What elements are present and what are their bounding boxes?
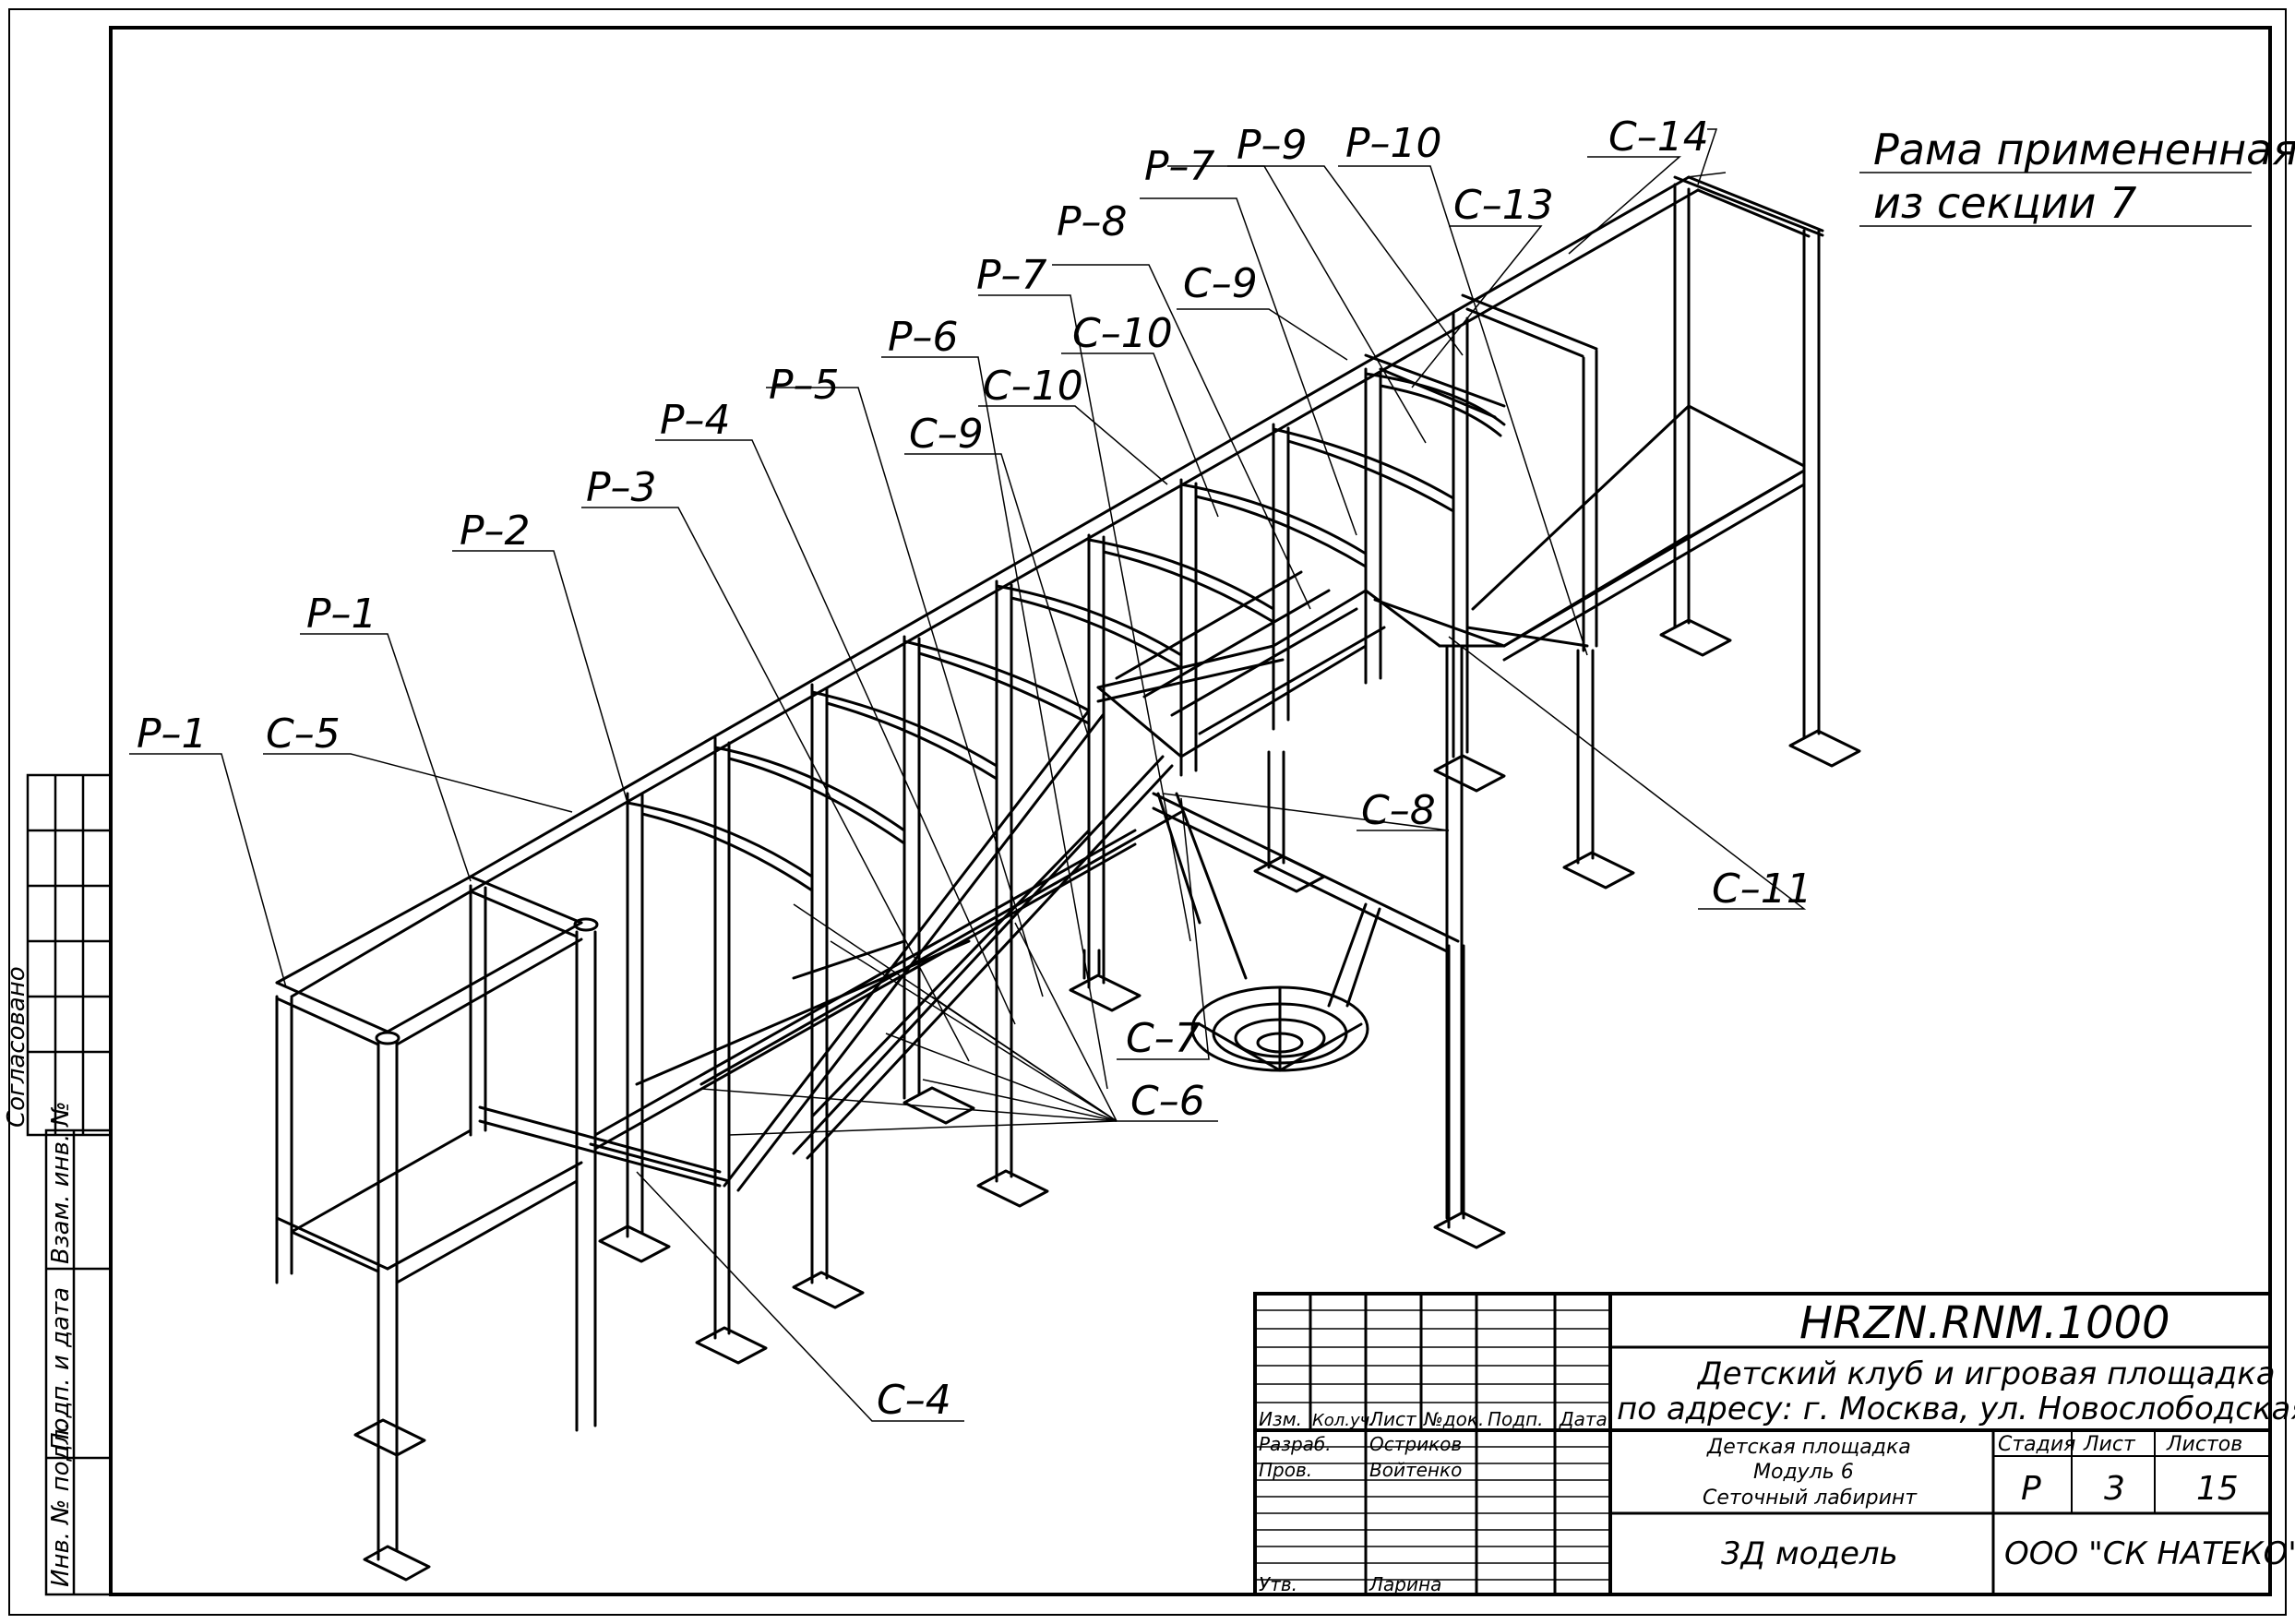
side-stamp-labels: Согласовано Взам. инв. № Подп. и дата Ин… [3,966,75,1587]
left-end-frame [275,875,599,1582]
stamp-inv-vzam: Взам. инв. № [47,1101,75,1264]
label-c11: С–11 [1712,866,1812,913]
note-underlines [1859,172,2252,227]
support-posts [626,183,1821,1340]
label-c5: С–5 [266,710,341,758]
project-line2: по адресу: г. Москва, ул. Новослободская… [1617,1391,2295,1427]
part-labels: Р–1 Р–1 Р–2 Р–3 Р–4 Р–5 Р–6 Р–7 Р–8 Р–7 … [137,113,2295,1424]
top-long-rail [469,175,1824,893]
label-c10-lower: С–10 [983,363,1083,410]
playground-3d-model [275,175,1861,1582]
desc-line2: Модуль 6 [1753,1461,1854,1484]
col-ndok: №док. [1423,1408,1484,1430]
lower-platform [593,570,1506,1151]
label-p5: Р–5 [769,362,840,409]
label-c4: С–4 [877,1377,951,1424]
diagonal-ladder [478,709,1174,1192]
label-p7-lower: Р–7 [976,252,1047,299]
sheet-label: Лист [2083,1433,2136,1456]
label-p9: Р–9 [1237,122,1308,169]
doc-code: HRZN.RNM.1000 [1799,1297,2170,1349]
project-line1: Детский клуб и игровая площадка [1696,1355,2276,1392]
label-c8: С–8 [1361,787,1436,834]
label-c10-upper: С–10 [1072,310,1173,357]
label-p4: Р–4 [660,397,731,444]
col-kol: Кол.уч. [1312,1411,1375,1430]
note-reused-frame-line2: из секции 7 [1873,178,2136,228]
stamp-inv-podl: Инв. № подл. [47,1422,75,1587]
title-block-grid [1253,1292,2272,1596]
label-c13: С–13 [1453,182,1554,229]
stamp-agreed: Согласовано [3,966,30,1128]
label-c9-lower: С–9 [909,411,984,458]
label-p7-upper: Р–7 [1144,143,1215,190]
label-p6: Р–6 [888,314,959,361]
side-stamp [26,773,113,1596]
leader-lines [129,128,1807,1422]
razrab-name: Остриков [1369,1433,1462,1455]
basket-swing [1152,792,1465,1229]
desc-line1: Детская площадка [1706,1436,1911,1459]
utv-name: Ларина [1369,1573,1441,1595]
sheet-value: 3 [2104,1470,2125,1508]
label-c6: С–6 [1130,1078,1205,1125]
label-p8: Р–8 [1057,198,1128,245]
sheets-label: Листов [2166,1433,2242,1456]
label-p1: Р–1 [306,591,377,638]
label-c7: С–7 [1126,1015,1201,1062]
stamp-podp-data: Подп. и дата [47,1287,75,1451]
razrab-label: Разраб. [1259,1433,1332,1455]
right-back-frame [1364,175,1824,662]
label-c9-upper: С–9 [1183,260,1258,307]
stage-label: Стадия [1998,1433,2075,1456]
label-c14: С–14 [1608,113,1709,161]
stage-value: Р [2021,1470,2041,1508]
sheets-value: 15 [2196,1470,2239,1508]
label-p1-left: Р–1 [137,710,208,758]
col-podp: Подп. [1488,1408,1544,1430]
outer-border [8,8,2287,1616]
utv-label: Утв. [1259,1573,1297,1595]
title-block-text: HRZN.RNM.1000 Детский клуб и игровая пло… [1259,1297,2295,1595]
label-p2: Р–2 [460,508,531,555]
company-name: ООО "СК НАТЕКО" [2004,1535,2295,1572]
prov-name: Войтенко [1369,1459,1462,1481]
col-list: Лист [1369,1408,1417,1430]
label-p3: Р–3 [586,464,657,511]
col-izm: Изм. [1259,1408,1302,1430]
prov-label: Пров. [1259,1459,1312,1481]
bent-rails [626,372,1506,892]
label-p10: Р–10 [1345,120,1442,167]
doc-type: 3Д модель [1721,1535,1898,1572]
col-data: Дата [1559,1408,1608,1430]
desc-line3: Сеточный лабиринт [1703,1487,1918,1510]
base-plates [353,618,1861,1457]
note-reused-frame-line1: Рама примененная [1873,125,2295,174]
